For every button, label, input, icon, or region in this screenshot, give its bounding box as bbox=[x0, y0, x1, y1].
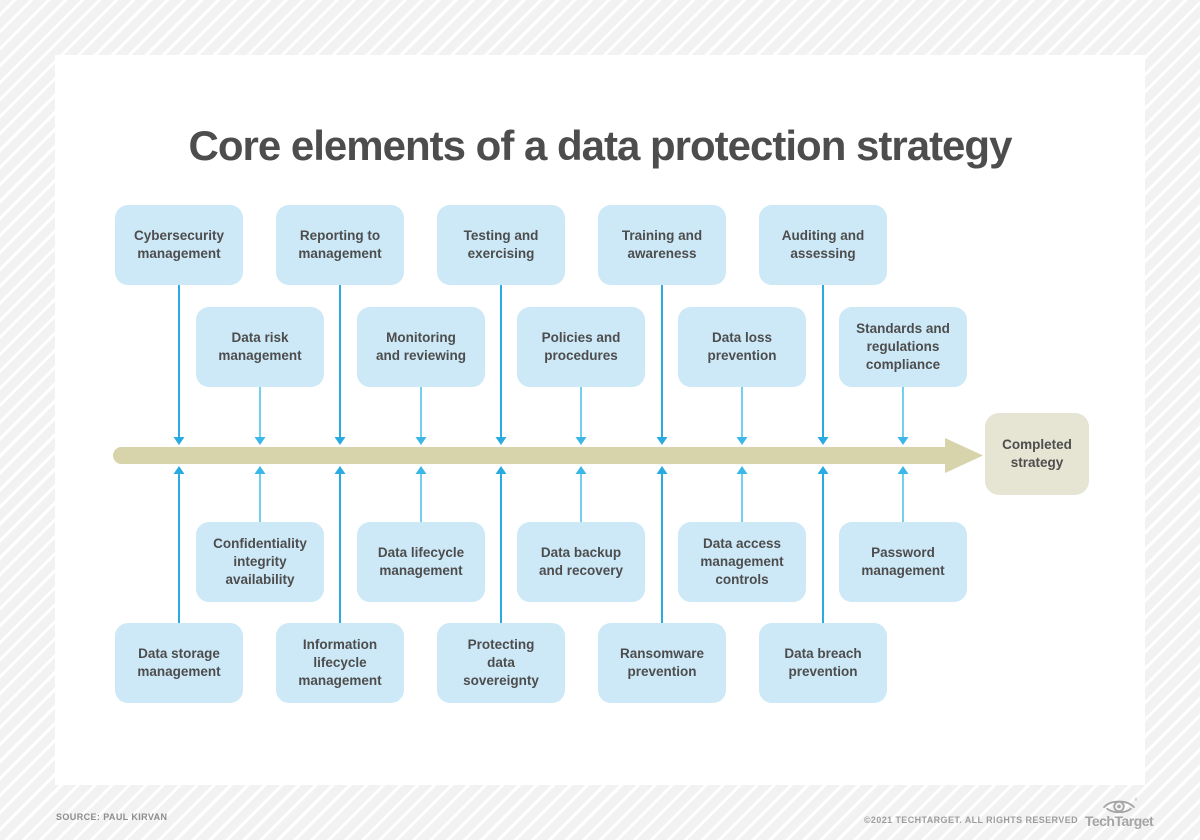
techtarget-wordmark: TechTarget bbox=[1084, 813, 1154, 829]
box-password-management: Password management bbox=[839, 522, 967, 602]
techtarget-logo: ® TechTarget bbox=[1085, 797, 1154, 829]
box-data-storage-management: Data storage management bbox=[115, 623, 243, 703]
box-monitoring-and-reviewing: Monitoring and reviewing bbox=[357, 307, 485, 387]
techtarget-eye-icon: ® bbox=[1102, 797, 1137, 814]
box-completed-strategy: Completed strategy bbox=[985, 413, 1089, 495]
box-data-lifecycle-management: Data lifecycle management bbox=[357, 522, 485, 602]
box-reporting-to-management: Reporting to management bbox=[276, 205, 404, 285]
box-protecting-data-sovereignty: Protecting data sovereignty bbox=[437, 623, 565, 703]
box-standards-regulations-compliance: Standards and regulations compliance bbox=[839, 307, 967, 387]
box-data-risk-management: Data risk management bbox=[196, 307, 324, 387]
box-information-lifecycle-management: Information lifecycle management bbox=[276, 623, 404, 703]
copyright-text: ©2021 TECHTARGET. ALL RIGHTS RESERVED bbox=[863, 815, 1078, 825]
svg-text:®: ® bbox=[1134, 797, 1137, 802]
box-training-and-awareness: Training and awareness bbox=[598, 205, 726, 285]
box-cybersecurity-management: Cybersecurity management bbox=[115, 205, 243, 285]
box-data-breach-prevention: Data breach prevention bbox=[759, 623, 887, 703]
box-data-backup-and-recovery: Data backup and recovery bbox=[517, 522, 645, 602]
box-policies-and-procedures: Policies and procedures bbox=[517, 307, 645, 387]
box-data-access-management-controls: Data access management controls bbox=[678, 522, 806, 602]
box-auditing-and-assessing: Auditing and assessing bbox=[759, 205, 887, 285]
box-confidentiality-integrity-availability: Confidentiality integrity availability bbox=[196, 522, 324, 602]
box-testing-and-exercising: Testing and exercising bbox=[437, 205, 565, 285]
page-title: Core elements of a data protection strat… bbox=[188, 122, 1013, 170]
source-credit: SOURCE: PAUL KIRVAN bbox=[56, 812, 168, 822]
box-data-loss-prevention: Data loss prevention bbox=[678, 307, 806, 387]
box-ransomware-prevention: Ransomware prevention bbox=[598, 623, 726, 703]
footer-right: ©2021 TECHTARGET. ALL RIGHTS RESERVED ® … bbox=[863, 797, 1154, 829]
